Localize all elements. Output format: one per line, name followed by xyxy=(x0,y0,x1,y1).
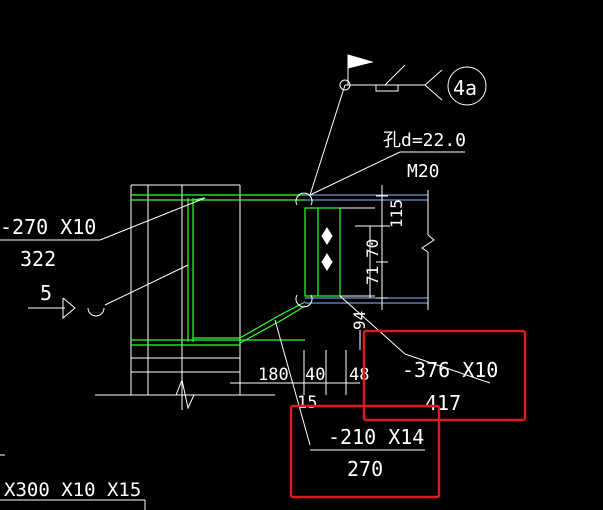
dim-115: 115 xyxy=(387,199,406,228)
section-label: X300 X10 X15 xyxy=(4,479,141,501)
dim-71: 71 xyxy=(363,266,382,285)
beam-break xyxy=(421,190,435,310)
bubble-ref-label: 4a xyxy=(453,76,477,100)
plate-left-bottom: 322 xyxy=(20,247,56,271)
bolt-group xyxy=(295,192,333,308)
dim-94: 94 xyxy=(350,311,369,330)
dimension-lines xyxy=(230,185,390,395)
highlight-box-right-plate xyxy=(362,329,527,422)
plate-bottom-top: -210 X14 xyxy=(328,425,424,449)
plate-right-bottom: 417 xyxy=(425,391,461,415)
weld-size-label: 5 xyxy=(40,281,52,305)
plate-left-top: -270 X10 xyxy=(0,215,96,239)
dim-48: 48 xyxy=(349,365,369,385)
section-bubble-icon xyxy=(447,66,487,106)
dim-180: 180 xyxy=(258,365,289,385)
bolt-spec-top: 孔d=22.0 xyxy=(383,130,466,151)
plate-bottom-bottom: 270 xyxy=(347,457,383,481)
bolt-spec-bottom: M20 xyxy=(407,161,440,182)
flag-icon xyxy=(339,54,374,91)
dim-40: 40 xyxy=(305,365,325,385)
dim-15: 15 xyxy=(297,393,317,413)
weld-symbol-icon xyxy=(375,64,443,101)
highlight-box-bottom-plate xyxy=(289,404,441,499)
beam-flange-lines xyxy=(305,194,428,304)
dim-70: 70 xyxy=(363,239,382,258)
column-member xyxy=(95,184,275,410)
plate-right-top: -376 X10 xyxy=(402,358,498,382)
weld-arrow-icon xyxy=(62,297,105,320)
